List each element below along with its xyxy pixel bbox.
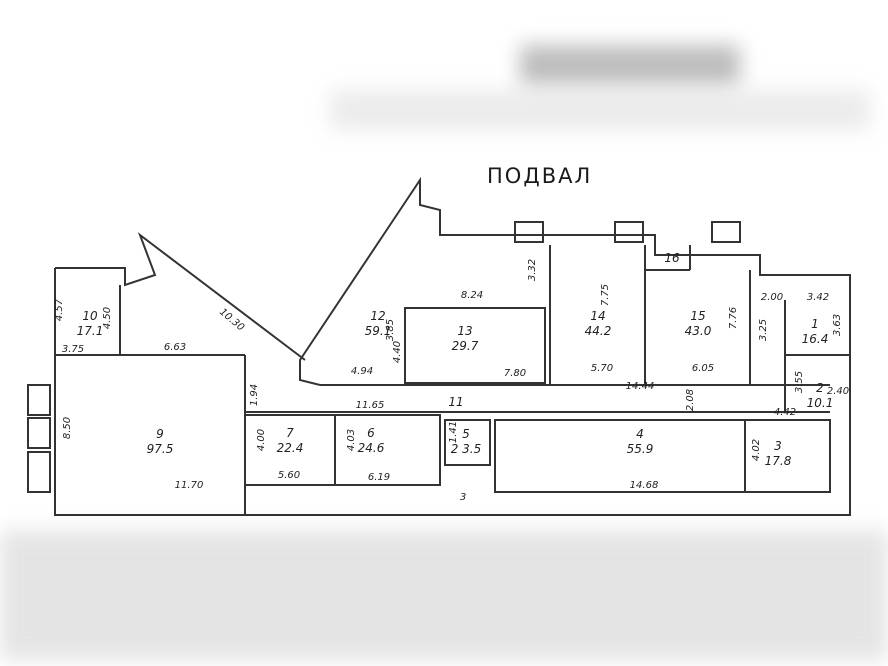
dimension-label: 4.57 <box>54 298 65 321</box>
room-number: 14 <box>590 309 605 323</box>
dimension-label: 14.68 <box>630 480 659 491</box>
room-area: 17.1 <box>77 324 104 338</box>
room-area: 22.4 <box>277 441 304 455</box>
dimension-label: 6.63 <box>164 342 186 353</box>
dimension-label: 3.63 <box>832 314 843 336</box>
dimension-label: 6.19 <box>368 472 390 483</box>
dimension-label: 4.42 <box>774 407 796 418</box>
room-area: 55.9 <box>627 442 654 456</box>
room-area: 10.1 <box>807 396 834 410</box>
dimension-label: 4.00 <box>256 429 267 451</box>
dimension-label: 4.50 <box>102 307 113 329</box>
room-number: 16 <box>664 251 680 265</box>
room-number: 7 <box>286 426 294 440</box>
dimension-label: 7.80 <box>504 368 526 379</box>
dimension-label: 3.42 <box>807 292 829 303</box>
dimension-label: 1.41 <box>448 421 459 443</box>
dimension-label: 1.94 <box>249 384 260 406</box>
room-number: 11 <box>448 395 463 409</box>
room-number: 5 <box>462 427 470 441</box>
dimension-label: 7.75 <box>600 284 611 306</box>
dimension-label: 4.02 <box>751 439 762 461</box>
dimension-label: 2.40 <box>827 386 849 397</box>
dimension-label: 2.08 <box>685 389 696 411</box>
blurred-header-text <box>520 45 740 85</box>
dimension-label: 8.50 <box>62 417 73 439</box>
room-area: 97.5 <box>147 442 174 456</box>
room-number: 1 <box>811 317 819 331</box>
dimension-label: 3.32 <box>527 259 538 281</box>
room-area: 44.2 <box>585 324 612 338</box>
dimension-label: 4.03 <box>346 429 357 451</box>
room-number: 4 <box>636 427 644 441</box>
plan-title: ПОДВАЛ <box>487 164 593 188</box>
dimension-label: 3.55 <box>794 371 805 393</box>
room-area: 59.1 <box>365 324 392 338</box>
room-number: 10 <box>82 309 98 323</box>
room-number: 6 <box>367 426 375 440</box>
dimension-label: 8.24 <box>461 290 483 301</box>
dimension-label: 14.44 <box>626 381 655 392</box>
dimension-label: 3.85 <box>385 319 396 341</box>
dimension-label: 11.65 <box>356 400 385 411</box>
room-area: 29.7 <box>452 339 479 353</box>
walls <box>27 176 851 516</box>
room-area: 16.4 <box>802 332 829 346</box>
room-number: 3 <box>774 439 782 453</box>
blurred-bottom-strip <box>0 530 888 660</box>
room-area: 2 3.5 <box>451 442 482 456</box>
dimension-label: 11.70 <box>175 480 204 491</box>
room-area: 17.8 <box>765 454 792 468</box>
dimension-label: 3 <box>460 492 466 503</box>
dimension-label: 6.05 <box>692 363 714 374</box>
dimension-label: 7.76 <box>728 307 739 329</box>
dimension-label: 5.70 <box>591 363 613 374</box>
dimension-label: 3.25 <box>758 319 769 341</box>
room-number: 9 <box>156 427 164 441</box>
dimension-label: 10.30 <box>217 307 246 334</box>
room-area: 43.0 <box>685 324 712 338</box>
room-number: 13 <box>457 324 472 338</box>
room-number: 2 <box>816 381 824 395</box>
room-number: 12 <box>370 309 385 323</box>
dimension-label: 4.40 <box>392 341 403 363</box>
dimension-label: 4.94 <box>351 366 373 377</box>
room-number: 15 <box>690 309 705 323</box>
dimension-label: 2.00 <box>761 292 783 303</box>
dimension-label: 3.75 <box>62 344 84 355</box>
dimension-label: 5.60 <box>278 470 300 481</box>
blurred-top-strip <box>330 90 870 130</box>
room-area: 24.6 <box>358 441 385 455</box>
